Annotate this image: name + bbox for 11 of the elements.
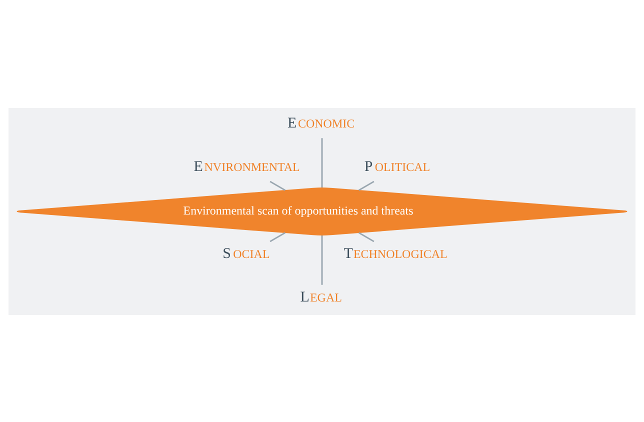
node-text: TECHNOLOGICAL — [344, 245, 448, 262]
node-text: ECONOMIC — [288, 115, 355, 131]
connector — [270, 180, 286, 190]
connector — [321, 138, 323, 187]
connector — [358, 232, 374, 242]
node-text: ENVIRONMENTAL — [194, 158, 300, 174]
connector — [358, 180, 374, 190]
connector — [321, 235, 323, 284]
connector — [270, 232, 286, 242]
node-text: LEGAL — [300, 289, 342, 305]
node-text: POLITICAL — [364, 158, 430, 174]
